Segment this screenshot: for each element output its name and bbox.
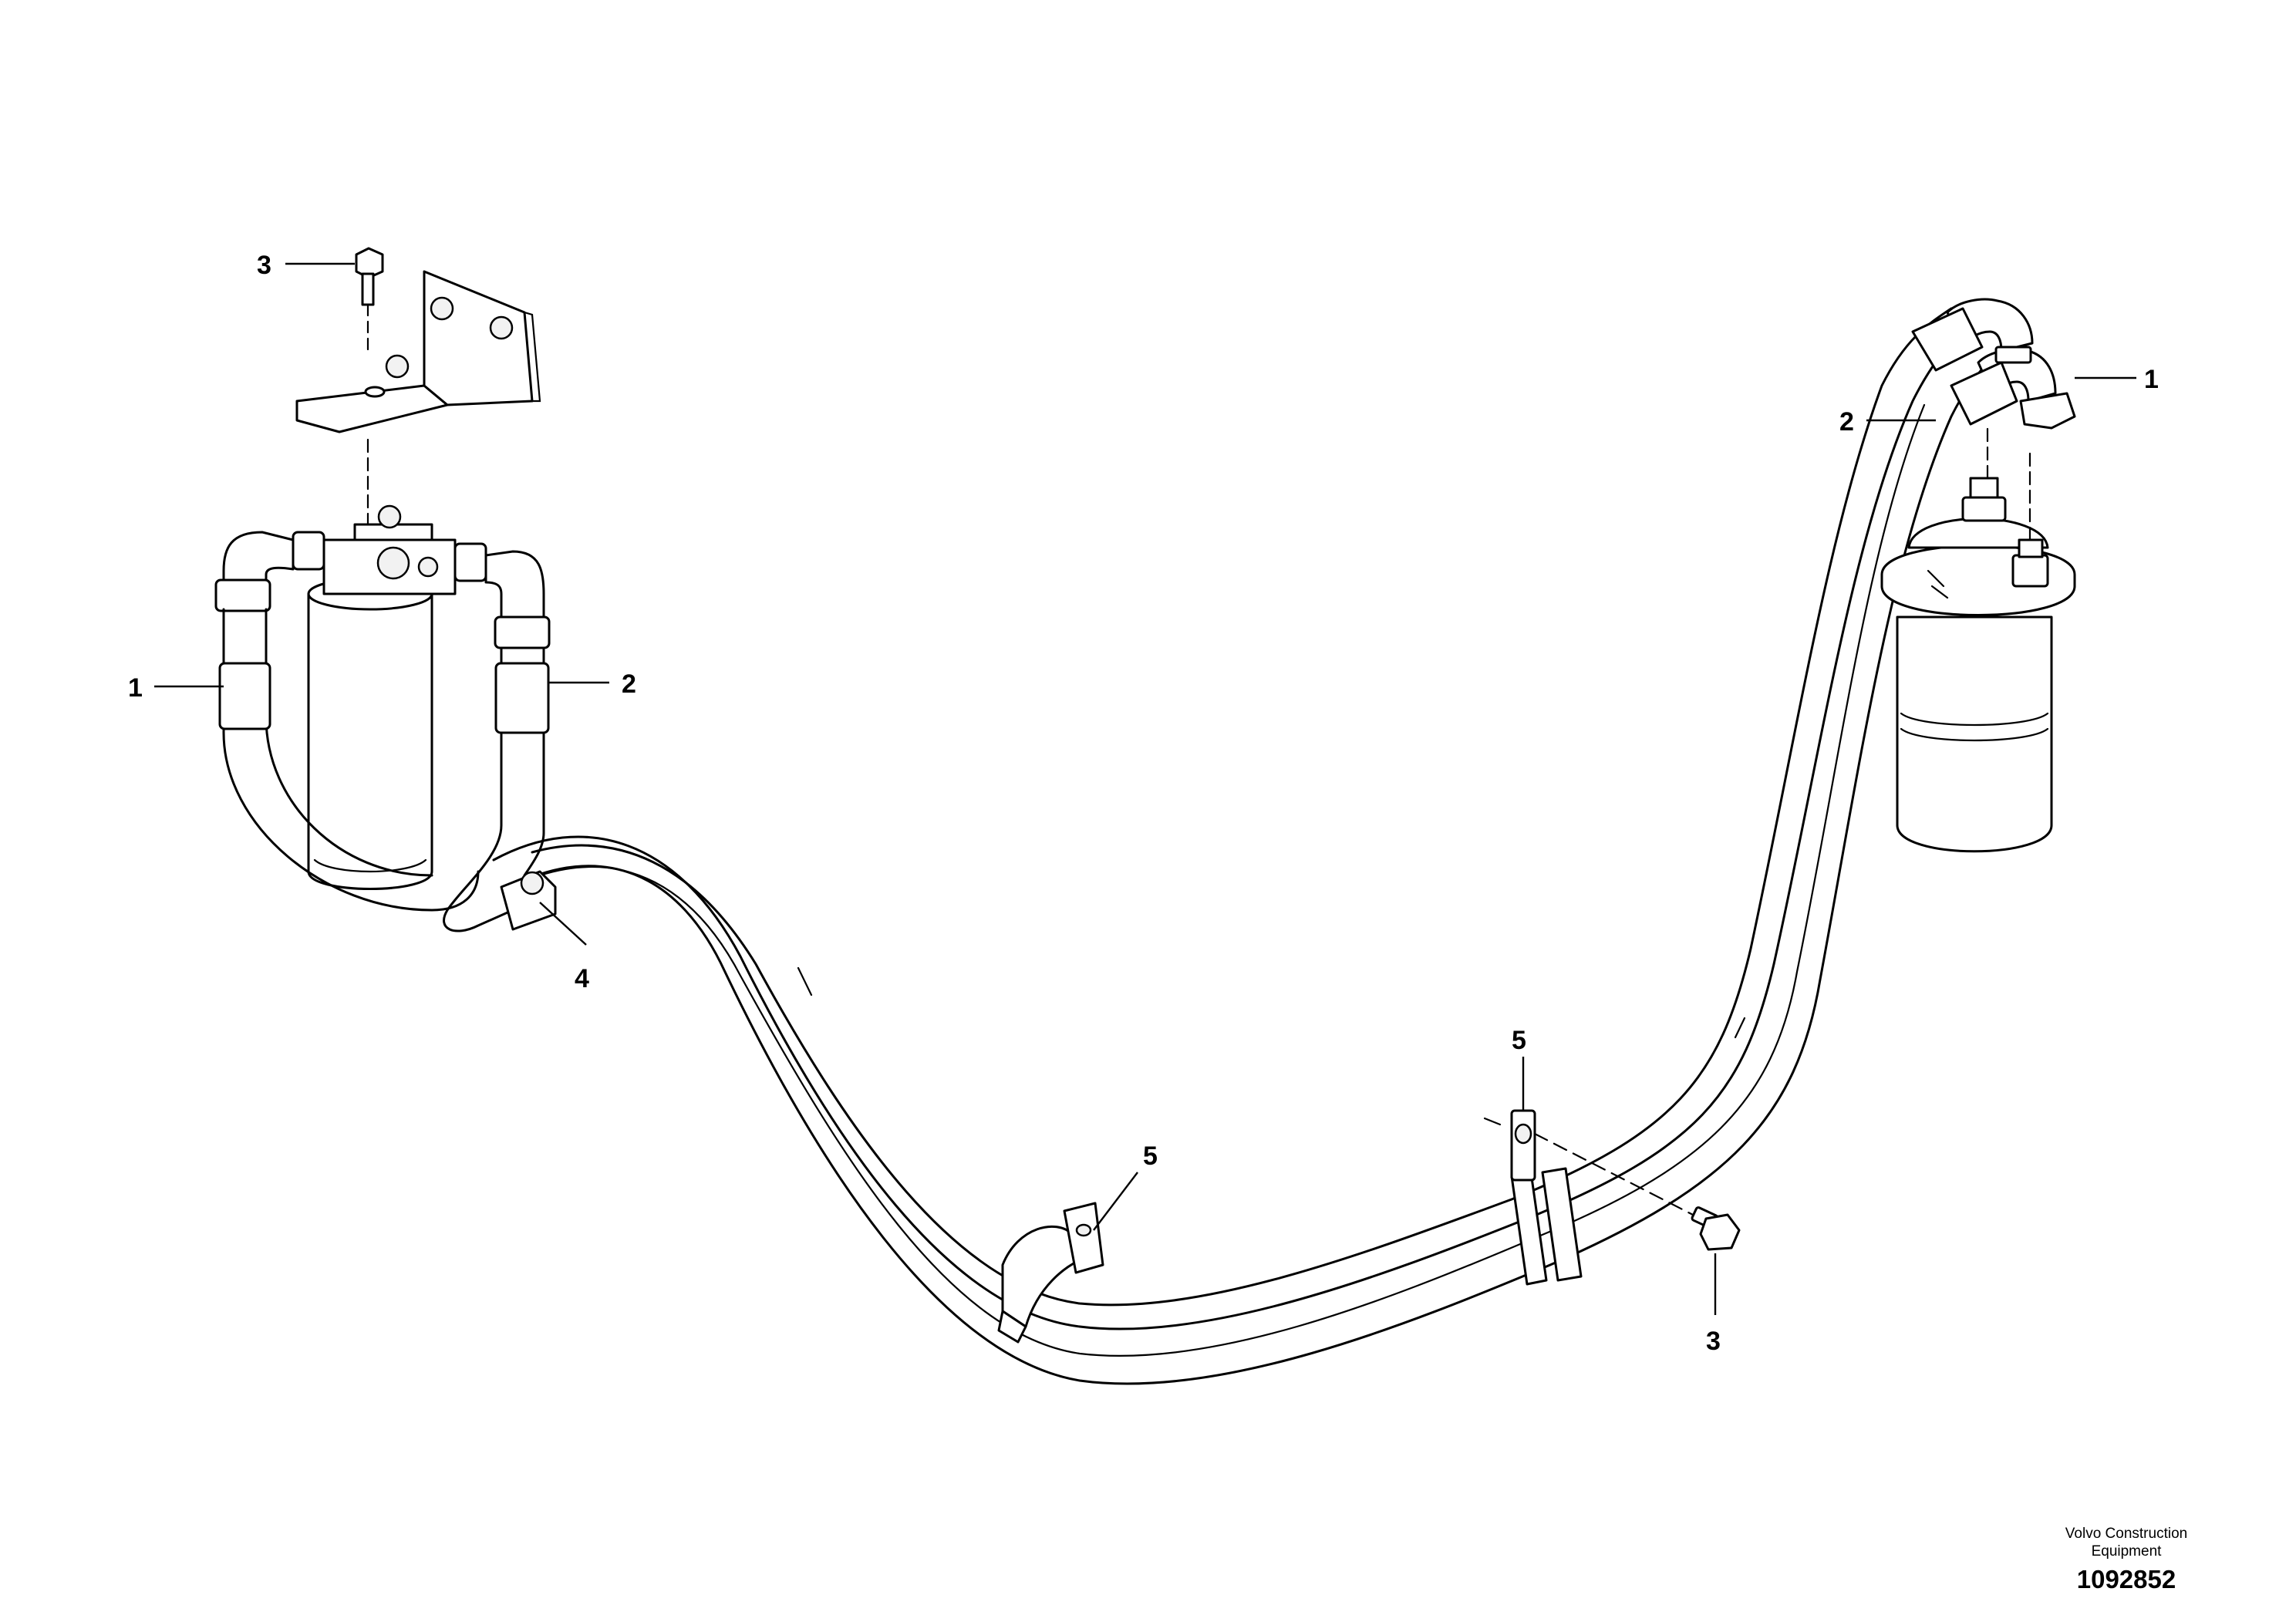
hose-ends-right: [1911, 307, 2018, 426]
drawing-footer: Volvo Construction Equipment 1092852: [2011, 1525, 2242, 1594]
hose-1-left: [218, 608, 480, 912]
left-filter-canister: [214, 504, 551, 890]
clamp-5-middle: [997, 1202, 1104, 1344]
hose-2-left: [443, 646, 550, 932]
right-filter-assembly: [1880, 298, 2076, 853]
clamp-4: [500, 870, 557, 931]
callout-2-right: 2: [1839, 407, 1854, 437]
mounting-bracket: [295, 270, 541, 433]
callout-2-left: 2: [622, 669, 636, 699]
company-name-line1: Volvo Construction: [2065, 1526, 2188, 1542]
clamp-5-right: [1483, 1109, 1694, 1286]
left-filter-assembly: [214, 247, 557, 932]
drawing-number: 1092852: [2076, 1565, 2176, 1593]
callout-4: 4: [575, 964, 589, 993]
callout-5-right: 5: [1512, 1026, 1526, 1055]
callout-3-top: 3: [257, 251, 271, 280]
company-name-line2: Equipment: [2091, 1543, 2162, 1560]
callout-5-middle: 5: [1143, 1141, 1158, 1171]
callouts: 3 1 2 4 5 5 3 2 1: [128, 251, 2159, 1356]
right-filter-canister: [1880, 477, 2076, 853]
bolt-bottom-right: [1691, 1206, 1741, 1251]
hose-bundle: [492, 307, 2022, 1385]
callout-3-bottom: 3: [1706, 1327, 1721, 1356]
bolt-top-left: [355, 247, 384, 557]
callout-1-left: 1: [128, 673, 143, 703]
leader-lines: [154, 262, 2136, 1315]
callout-1-right: 1: [2144, 365, 2159, 394]
